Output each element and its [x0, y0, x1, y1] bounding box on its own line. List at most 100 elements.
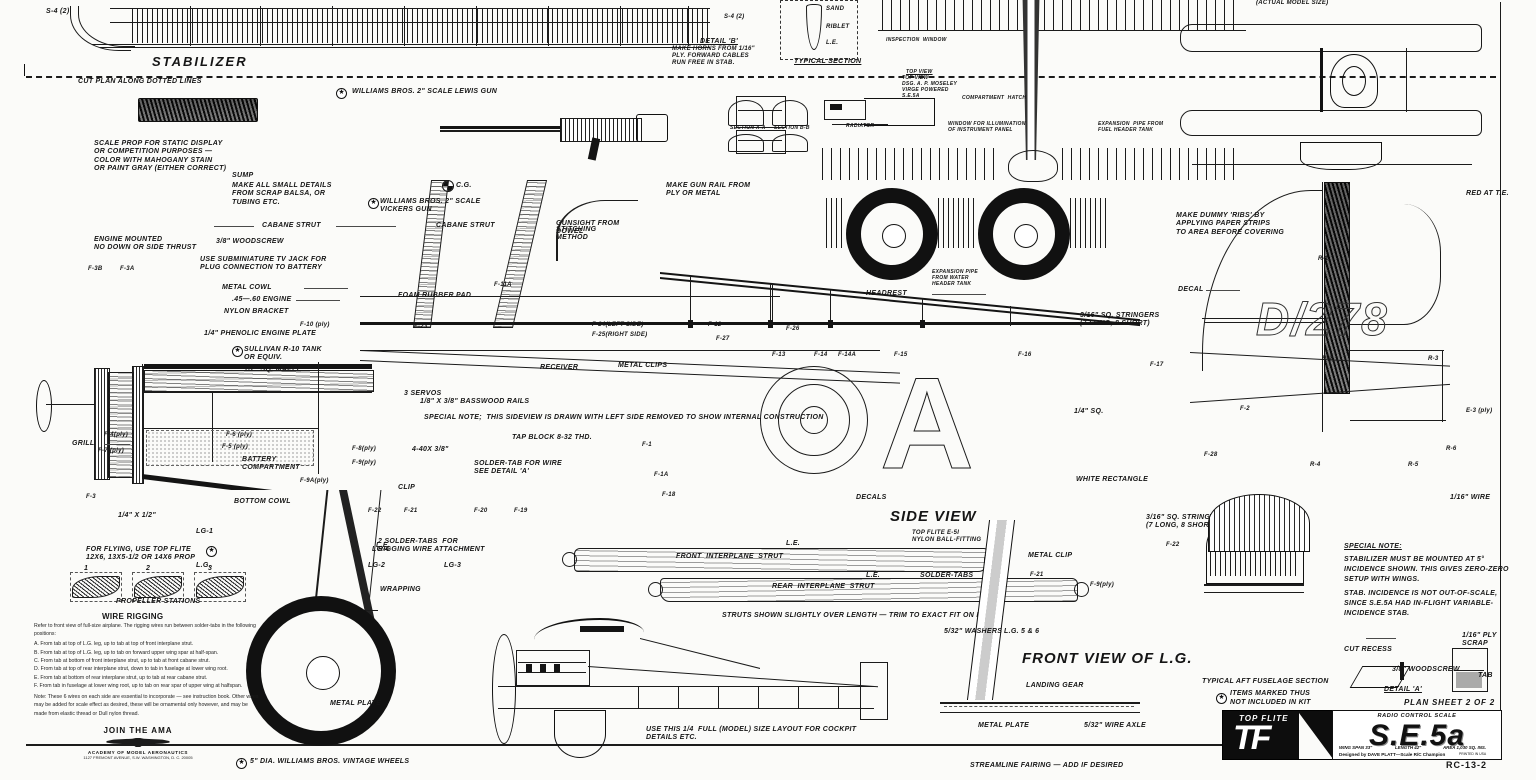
rib-r5: R-5 [1408, 462, 1419, 468]
wire-rigging-intro: Refer to front view of full-size airplan… [34, 623, 256, 638]
part-f22: F-22 [368, 508, 382, 514]
front-view-lg-drawing [900, 520, 1140, 750]
part-f17: F-17 [1150, 362, 1164, 368]
rib-r2: R-2 [1322, 356, 1333, 362]
basswood-rails-note: 1/8" X 3/8" BASSWOOD RAILS [420, 398, 530, 405]
gun-assembly [440, 108, 700, 168]
le-label-front-strut: L.E. [786, 540, 801, 547]
special-note-line1: STABILIZER MUST BE MOUNTED AT 5° [1344, 556, 1485, 563]
detail-a-drawing [1349, 648, 1516, 708]
ama-org-line1: ACADEMY OF MODEL AERONAUTICS [87, 750, 189, 755]
rib-r3: R-3 [1428, 356, 1439, 362]
typical-section-title: TYPICAL SECTION [794, 58, 862, 65]
special-note-line3: SETUP WITH WINGS. [1344, 576, 1420, 583]
part-f11a: F-11A [494, 282, 512, 288]
top-flite-wordmark: TOP FLITE [1239, 714, 1289, 723]
cut-line [26, 76, 1496, 78]
prop-station-3: 3 [208, 565, 213, 572]
rear-interplane-strut [648, 578, 1089, 604]
rib-sections-row: SECTION A-A SECTION B-B [728, 100, 838, 156]
part-f23: F-23 [414, 324, 428, 330]
spec-wingspan: WING SPAN 33" [1339, 745, 1373, 750]
receiver-note: RECEIVER [540, 364, 579, 371]
metal-plate-lg-label: METAL PLATE [978, 722, 1030, 729]
metal-clips-note: METAL CLIPS [618, 362, 668, 369]
prop-station-2: 2 [146, 565, 151, 572]
cabane-strut-label-1: CABANE STRUT [262, 222, 321, 229]
leader-line [104, 444, 130, 445]
drawing-number: RC-13-2 [1446, 760, 1488, 770]
not-in-kit-star-prop: ★ [206, 546, 217, 557]
wire-rigging-block: Refer to front view of full-size airplan… [34, 622, 260, 718]
leader-line [1206, 290, 1240, 291]
solder-tab-wire-note: SOLDER-TAB FOR WIRE SEE DETAIL 'A' [474, 460, 563, 476]
headrest-note: HEADREST [866, 290, 907, 297]
cockpit-cutaway-view [468, 606, 898, 758]
rib-r1: R-1 [1318, 256, 1329, 262]
front-view-lg-title: FRONT VIEW OF L.G. [1022, 650, 1193, 667]
nylon-ball-note: TOP FLITE E-5l NYLON BALL-FITTING [912, 530, 982, 544]
sump-note: SUMP [232, 172, 254, 179]
part-f28: F-28 [1204, 452, 1218, 458]
wire-rigging-item-f: F. From tab in fuselage at lower wing ro… [34, 683, 243, 690]
part-f8: F-8(ply) [352, 446, 377, 452]
part-f6: F-6 (ply) [226, 432, 253, 438]
grille-note: GRILLE [72, 440, 100, 447]
leader-line [1366, 638, 1396, 639]
scale-prop-note: SCALE PROP FOR STATIC DISPLAY OR COMPETI… [94, 140, 227, 172]
cut-plan-note: CUT PLAN ALONG DOTTED LINES [78, 78, 202, 85]
not-in-kit-star-vickers: ★ [368, 198, 379, 209]
wheels-note: 5" DIA. WILLIAMS BROS. VINTAGE WHEELS [250, 758, 410, 765]
fuselage-side-view [360, 180, 1140, 510]
wire-rigging-item-d: D. From tab at top of rear interplane st… [34, 666, 228, 673]
tab-note: TAB [1478, 672, 1493, 679]
top-view-credit: TOP VIEW DSG. A. P. MOSELEY VIRGE POWERE… [902, 75, 958, 99]
sand-label: SAND [826, 6, 845, 12]
front-view-wheels [826, 188, 1246, 288]
landing-gear-label: LANDING GEAR [1026, 682, 1084, 689]
stabilizer-title: STABILIZER [152, 54, 248, 69]
wire-rigging-item-b: B. From tab at top of L.G. leg, up to ta… [34, 649, 219, 656]
phenolic-plate-note: 1/4" PHENOLIC ENGINE PLATE [204, 330, 317, 337]
small-details-note: MAKE ALL SMALL DETAILS FROM SCRAP BALSA,… [232, 182, 332, 206]
leader-line [304, 288, 348, 289]
part-f3: F-3 [86, 494, 96, 500]
part-f18: F-18 [662, 492, 676, 498]
nose-structure [36, 356, 374, 516]
ama-block: JOIN THE AMA ACADEMY OF MODEL AERONAUTIC… [58, 726, 218, 762]
part-f5: F-5 (ply) [222, 444, 249, 450]
cut-recess-note: CUT RECESS [1344, 646, 1393, 653]
part-f14: F-14 [814, 352, 828, 358]
part-f1: F-1 [642, 442, 652, 448]
special-note-line6: INCIDENCE STAB. [1344, 610, 1410, 617]
quarter-sq-note: 1/4" SQ. [1074, 408, 1104, 415]
part-f13: F-13 [772, 352, 786, 358]
part-lg3: LG-3 [444, 562, 462, 569]
cg-label: C.G. [456, 182, 472, 189]
leader-line [214, 226, 254, 227]
solder-tabs-rigging-note: 2 SOLDER-TABS FOR RIGGING WIRE ATTACHMEN… [378, 538, 485, 554]
part-f9-lg: F-9(ply) [1090, 582, 1115, 588]
streamline-fairing-note: STREAMLINE FAIRING — ADD IF DESIRED [970, 762, 1124, 769]
wire-rigging-item-c: C. From tab at bottom of front interplan… [34, 657, 210, 664]
cabane-strut-label-2: CABANE STRUT [436, 222, 495, 229]
wire-rigging-item-a: A. From tab at top of L.G. leg, up to ta… [34, 641, 194, 648]
wire-rigging-title: WIRE RIGGING [102, 612, 164, 621]
rib-e3: E-3 (ply) [1466, 408, 1493, 414]
engine-mounted-note: ENGINE MOUNTED NO DOWN OR SIDE THRUST [94, 236, 197, 252]
part-f25: F-25(RIGHT SIDE) [592, 332, 648, 338]
items-note-line2: NOT INCLUDED IN KIT [1230, 699, 1311, 706]
part-f21-lg: F-21 [1030, 572, 1044, 578]
ama-join-text: JOIN THE AMA [103, 726, 173, 735]
part-f2: F-2 [1240, 406, 1250, 412]
compartment-hatch-note: COMPARTMENT HATCH [962, 95, 1027, 101]
wire-rigging-item-e: E. From tab at bottom of rear interplane… [34, 674, 208, 681]
plan-sheet-label: PLAN SHEET 2 OF 2 [1404, 698, 1495, 707]
le-label-rear-strut: L.E. [866, 572, 881, 579]
typical-aft-fuselage-title: TYPICAL AFT FUSELAGE SECTION [1202, 678, 1329, 685]
model-name: S.E.5a [1368, 719, 1466, 752]
metal-cowl-note: METAL COWL [222, 284, 272, 291]
leader-line [336, 226, 396, 227]
bolt-note: 4-40X 3/8" [412, 446, 449, 453]
stringers-note: 3/16" SQ. STRINGERS (7 LONG, 8 SHORT) [1080, 312, 1160, 328]
